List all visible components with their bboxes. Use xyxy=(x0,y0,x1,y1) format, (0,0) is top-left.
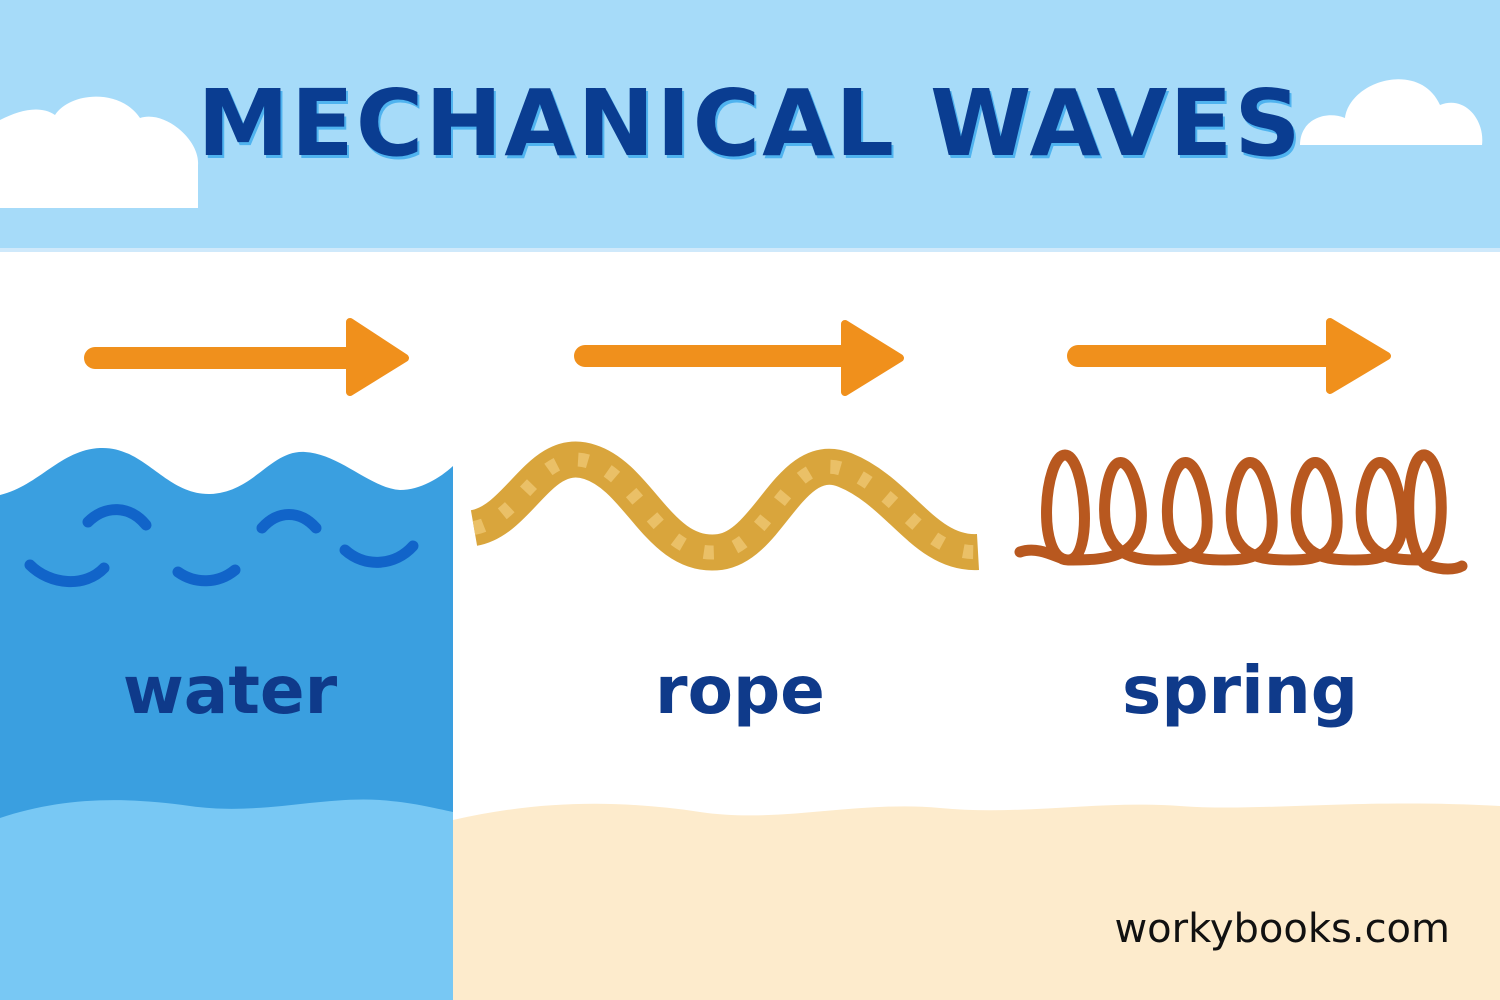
label-rope: rope xyxy=(655,652,825,729)
sand-ground xyxy=(453,803,1500,1000)
arrow-right-icon-1 xyxy=(84,318,409,396)
cloud-right-icon xyxy=(1300,79,1483,145)
arrow-right-icon-3 xyxy=(1067,318,1391,394)
sky-band xyxy=(0,0,1500,248)
cloud-left-icon xyxy=(0,96,199,208)
rope-wave-icon xyxy=(469,441,979,571)
sky-divider xyxy=(0,248,1500,252)
water-shallow xyxy=(0,799,453,1000)
water-ripples-icon xyxy=(24,504,419,587)
page-title: MECHANICAL WAVES xyxy=(197,70,1303,177)
label-spring: spring xyxy=(1122,652,1358,729)
label-water: water xyxy=(122,652,338,729)
coil-spring-icon xyxy=(1014,449,1468,575)
watermark: workybooks.com xyxy=(1114,906,1450,952)
arrow-right-icon-2 xyxy=(574,320,904,396)
